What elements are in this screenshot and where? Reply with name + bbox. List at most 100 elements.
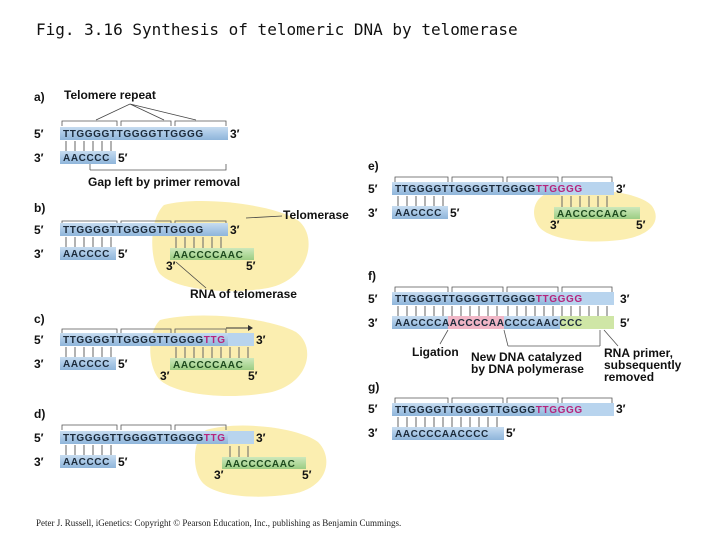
top-strand <box>392 403 560 416</box>
three-prime-label: 3′ <box>256 431 266 445</box>
top-old-bases: TTGGGGTTGGGGTTGGGG <box>395 184 536 195</box>
top-new-bases: TTGGGG <box>536 184 583 195</box>
five-prime-label: 5′ <box>246 259 256 273</box>
base-pair-ticks <box>397 417 498 427</box>
label-ligation: Ligation <box>412 345 459 359</box>
base-pair-ticks <box>65 141 112 151</box>
top-strand <box>60 333 228 346</box>
repeat-brackets <box>61 424 227 430</box>
top-new-bases: TTGGGG <box>536 405 583 416</box>
top-sequence: TTGGGGTTGGGGTTGGGGTTGGGG <box>395 405 583 416</box>
top-old-bases: TTGGGGTTGGGGTTGGGG <box>395 405 536 416</box>
bottom-strand <box>60 247 116 260</box>
five-prime-label: 5′ <box>34 223 44 237</box>
new-dna-segment <box>560 403 614 416</box>
label-primer-line-2: subsequently <box>604 358 682 372</box>
base-pair-ticks <box>397 306 608 316</box>
five-prime-label: 5′ <box>118 357 128 371</box>
top-new-bases: TTG <box>204 335 226 346</box>
bottom-sequence: AACCCCAACCCCAACCCCAACCCC <box>395 318 583 329</box>
top-sequence: TTGGGGTTGGGGTTGGGG <box>63 129 204 140</box>
base-pair-ticks <box>65 445 249 457</box>
bottom-strand <box>392 206 448 219</box>
top-strand <box>392 292 560 305</box>
three-prime-label: 3′ <box>256 333 266 347</box>
base-pair-ticks <box>397 196 608 207</box>
bottom-strand-new-dna <box>504 316 560 329</box>
rna-pointer <box>175 261 207 289</box>
panel-letter-b: b) <box>34 201 45 215</box>
repeat-brackets <box>61 120 227 126</box>
label-rna-of-telomerase: RNA of telomerase <box>190 287 297 301</box>
five-prime-label: 5′ <box>118 455 128 469</box>
panel-g: g) 5′ TTGGGGTTGGGGTTGGGGTTGGGG 3′ 3′ AAC… <box>368 380 626 440</box>
panel-letter-e: e) <box>368 159 379 173</box>
three-prime-label: 3′ <box>616 182 626 196</box>
label-primer-line-3: removed <box>604 370 654 384</box>
bottom-ligation-bases: AACCCC <box>442 318 489 329</box>
three-prime-label: 3′ <box>550 218 560 232</box>
new-dna-segment <box>228 431 254 444</box>
label-primer-line-1: RNA primer, <box>604 346 673 360</box>
five-prime-label: 5′ <box>118 247 128 261</box>
label-gap: Gap left by primer removal <box>88 175 240 189</box>
five-prime-label: 5′ <box>450 206 460 220</box>
bottom-strand <box>60 455 116 468</box>
panel-d: d) 5′ TTGGGGTTGGGGTTGGGGTTG 3′ 3′ AACCCC… <box>34 407 327 497</box>
bottom-strand-ligation <box>448 316 504 329</box>
panel-letter-g: g) <box>368 380 379 394</box>
three-prime-label: 3′ <box>230 127 240 141</box>
top-sequence: TTGGGGTTGGGGTTGGGGTTGGGG <box>395 184 583 195</box>
bottom-primer-bases: AACCCC <box>536 318 583 329</box>
top-sequence: TTGGGGTTGGGGTTGGGGTTG <box>63 335 226 346</box>
top-old-bases: TTGGGGTTGGGGTTGGGG <box>395 294 536 305</box>
repeat-brackets <box>61 328 227 334</box>
panel-letter-d: d) <box>34 407 45 421</box>
label-new-dna-line-1: New DNA catalyzed <box>471 350 582 364</box>
new-dna-segment <box>560 182 614 195</box>
copyright-credit: Peter J. Russell, iGenetics: Copyright ©… <box>36 518 402 528</box>
five-prime-label: 5′ <box>302 468 312 482</box>
panel-letter-f: f) <box>368 269 376 283</box>
panel-c: c) 5′ TTGGGGTTGGGGTTGGGGTTG 3′ 3′ AACCCC… <box>34 312 308 396</box>
three-prime-label: 3′ <box>34 455 44 469</box>
three-prime-label: 3′ <box>230 223 240 237</box>
bottom-strand-rna-primer <box>560 316 614 329</box>
top-old-bases: TTGGGGTTGGGGTTGGGG <box>63 335 204 346</box>
three-prime-label: 3′ <box>620 292 630 306</box>
panel-letter-a: a) <box>34 90 45 104</box>
telomerase-rna <box>170 248 254 260</box>
five-prime-label: 5′ <box>34 333 44 347</box>
bottom-sequence: AACCCC <box>395 208 442 219</box>
bottom-sequence: AACCCCAACCCC <box>395 429 489 440</box>
repeat-pointer-lines <box>95 103 197 121</box>
three-prime-label: 3′ <box>368 206 378 220</box>
top-new-bases: TTGGGG <box>536 294 583 305</box>
bottom-strand <box>392 427 504 440</box>
bottom-sequence: AACCCC <box>63 457 110 468</box>
panel-a: a) Telomere repeat 5′ TTGGGGTTGGGGTTGGGG… <box>34 88 240 189</box>
top-sequence: TTGGGGTTGGGGTTGGGGTTG <box>63 433 226 444</box>
three-prime-label: 3′ <box>166 259 176 273</box>
top-strand <box>392 182 560 195</box>
three-prime-label: 3′ <box>34 357 44 371</box>
new-dna-segment <box>560 292 614 305</box>
bottom-old-bases: AACCCC <box>395 318 442 329</box>
three-prime-label: 3′ <box>214 468 224 482</box>
telomerase-rna <box>170 358 254 370</box>
label-new-dna-line-2: by DNA polymerase <box>471 362 584 376</box>
bottom-sequence: AACCCC <box>63 249 110 260</box>
top-strand <box>60 431 228 444</box>
five-prime-label: 5′ <box>368 182 378 196</box>
five-prime-label: 5′ <box>248 369 258 383</box>
rna-sequence: AACCCCAAC <box>225 459 295 470</box>
base-pair-ticks <box>65 237 222 248</box>
bottom-strand <box>60 151 116 164</box>
bottom-new-bases: AACCCC <box>489 318 536 329</box>
top-strand <box>60 223 228 236</box>
label-telomere-repeat: Telomere repeat <box>64 88 156 102</box>
top-sequence: TTGGGGTTGGGGTTGGGG <box>63 225 204 236</box>
three-prime-label: 3′ <box>34 151 44 165</box>
new-dna-segment <box>228 333 254 346</box>
